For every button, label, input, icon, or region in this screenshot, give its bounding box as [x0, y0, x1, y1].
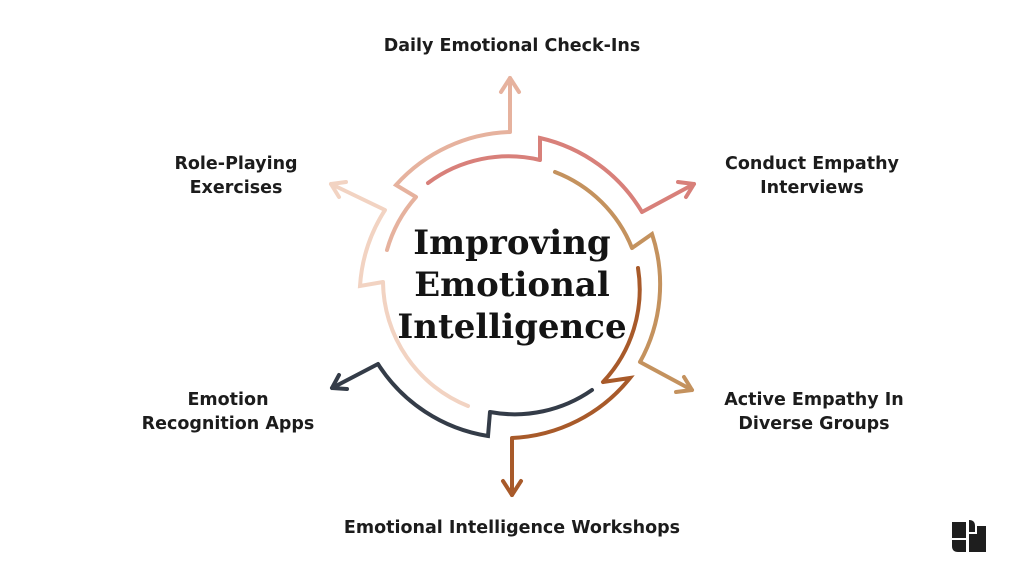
step-label-workshops: Emotional Intelligence Workshops [312, 516, 712, 540]
central-title-line-3: Intelligence [397, 307, 627, 347]
inner-arc-navy [488, 388, 594, 417]
outer-arc-navy [376, 362, 492, 439]
arrow-lower-right [638, 360, 694, 394]
step-label-recognition-apps: Emotion Recognition Apps [128, 388, 328, 436]
arrow-upper-right [640, 180, 696, 214]
outer-arc-peach [392, 130, 511, 199]
step-label-line: Role-Playing [174, 154, 298, 174]
arrow-bottom [501, 436, 523, 497]
step-label-line: Recognition Apps [141, 414, 315, 434]
arrow-top [499, 76, 521, 134]
outer-arc-coral [538, 135, 644, 214]
step-label-line: Exercises [189, 178, 283, 198]
outer-arc-tan [630, 230, 663, 363]
central-title-line-2: Emotional [414, 265, 610, 305]
outer-arc-light-peach [357, 208, 387, 289]
step-label-line: Diverse Groups [738, 414, 890, 434]
arrow-upper-left [329, 180, 387, 212]
inner-arc-coral [426, 154, 542, 185]
inner-arc-light-peach [381, 280, 470, 408]
central-title: Improving Emotional Intelligence [392, 222, 632, 348]
step-label-line: Interviews [760, 178, 864, 198]
step-label-line: Daily Emotional Check-Ins [383, 36, 641, 56]
central-title-line-1: Improving [413, 223, 611, 263]
step-label-line: Emotional Intelligence Workshops [343, 518, 681, 538]
step-label-line: Active Empathy In [724, 390, 904, 410]
arrow-lower-left [330, 362, 380, 391]
inner-arc-brown [601, 266, 642, 384]
outer-arc-brown [511, 375, 635, 440]
step-label-line: Emotion [187, 390, 269, 410]
step-label-daily-check-ins: Daily Emotional Check-Ins [362, 34, 662, 58]
inner-arc-peach [385, 195, 418, 252]
step-label-empathy-interviews: Conduct Empathy Interviews [712, 152, 912, 200]
step-label-line: Conduct Empathy [725, 154, 899, 174]
brand-logo-icon [952, 520, 986, 552]
inner-arc-tan [553, 170, 634, 250]
step-label-role-playing: Role-Playing Exercises [146, 152, 326, 200]
step-label-active-empathy: Active Empathy In Diverse Groups [706, 388, 922, 436]
